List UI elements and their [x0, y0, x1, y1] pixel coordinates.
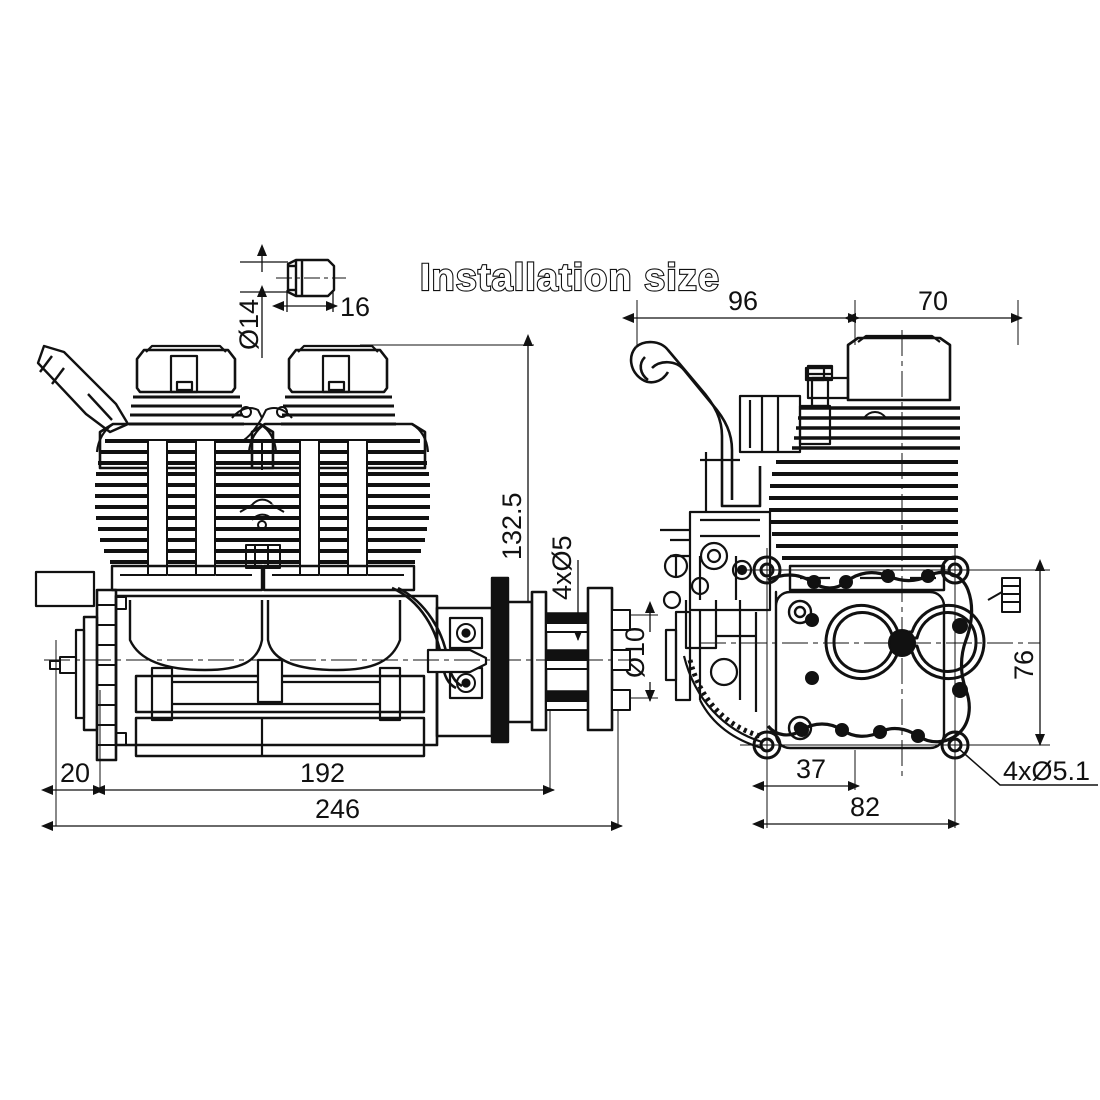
- cylinder-2: [247, 344, 430, 592]
- page-title: Installation size: [420, 257, 720, 299]
- dim-4xdia5: 4xØ5: [547, 535, 577, 600]
- dim-70: 70: [918, 286, 948, 316]
- hole-centerlines: [740, 548, 1040, 790]
- dim-82: 82: [850, 792, 880, 822]
- cam-cover: [824, 603, 986, 681]
- dim-4xdia5-1: 4xØ5.1: [1003, 756, 1090, 786]
- dim-192: 192: [300, 758, 345, 788]
- side-intake-pipe: [629, 340, 762, 508]
- connector-strip: [987, 577, 1021, 613]
- center-fittings: [231, 406, 293, 569]
- carburetor-assembly: [660, 364, 834, 750]
- side-left-brackets: [662, 452, 740, 702]
- dim-dia14: Ø14: [234, 299, 264, 350]
- cover-bolt-bosses: [795, 569, 968, 743]
- center-axis-side: [700, 330, 1040, 780]
- dim-37: 37: [796, 754, 826, 784]
- crankcase: [34, 570, 463, 762]
- dim-96: 96: [728, 286, 758, 316]
- dim-20: 20: [60, 758, 90, 788]
- dim-132-5: 132.5: [497, 492, 527, 560]
- prop-shaft-assembly: [426, 576, 631, 744]
- dim-16: 16: [340, 292, 370, 322]
- dim-76: 76: [1009, 650, 1039, 680]
- intake-pipe: [36, 344, 130, 434]
- dim-246: 246: [315, 794, 360, 824]
- side-cylinder: [769, 334, 960, 592]
